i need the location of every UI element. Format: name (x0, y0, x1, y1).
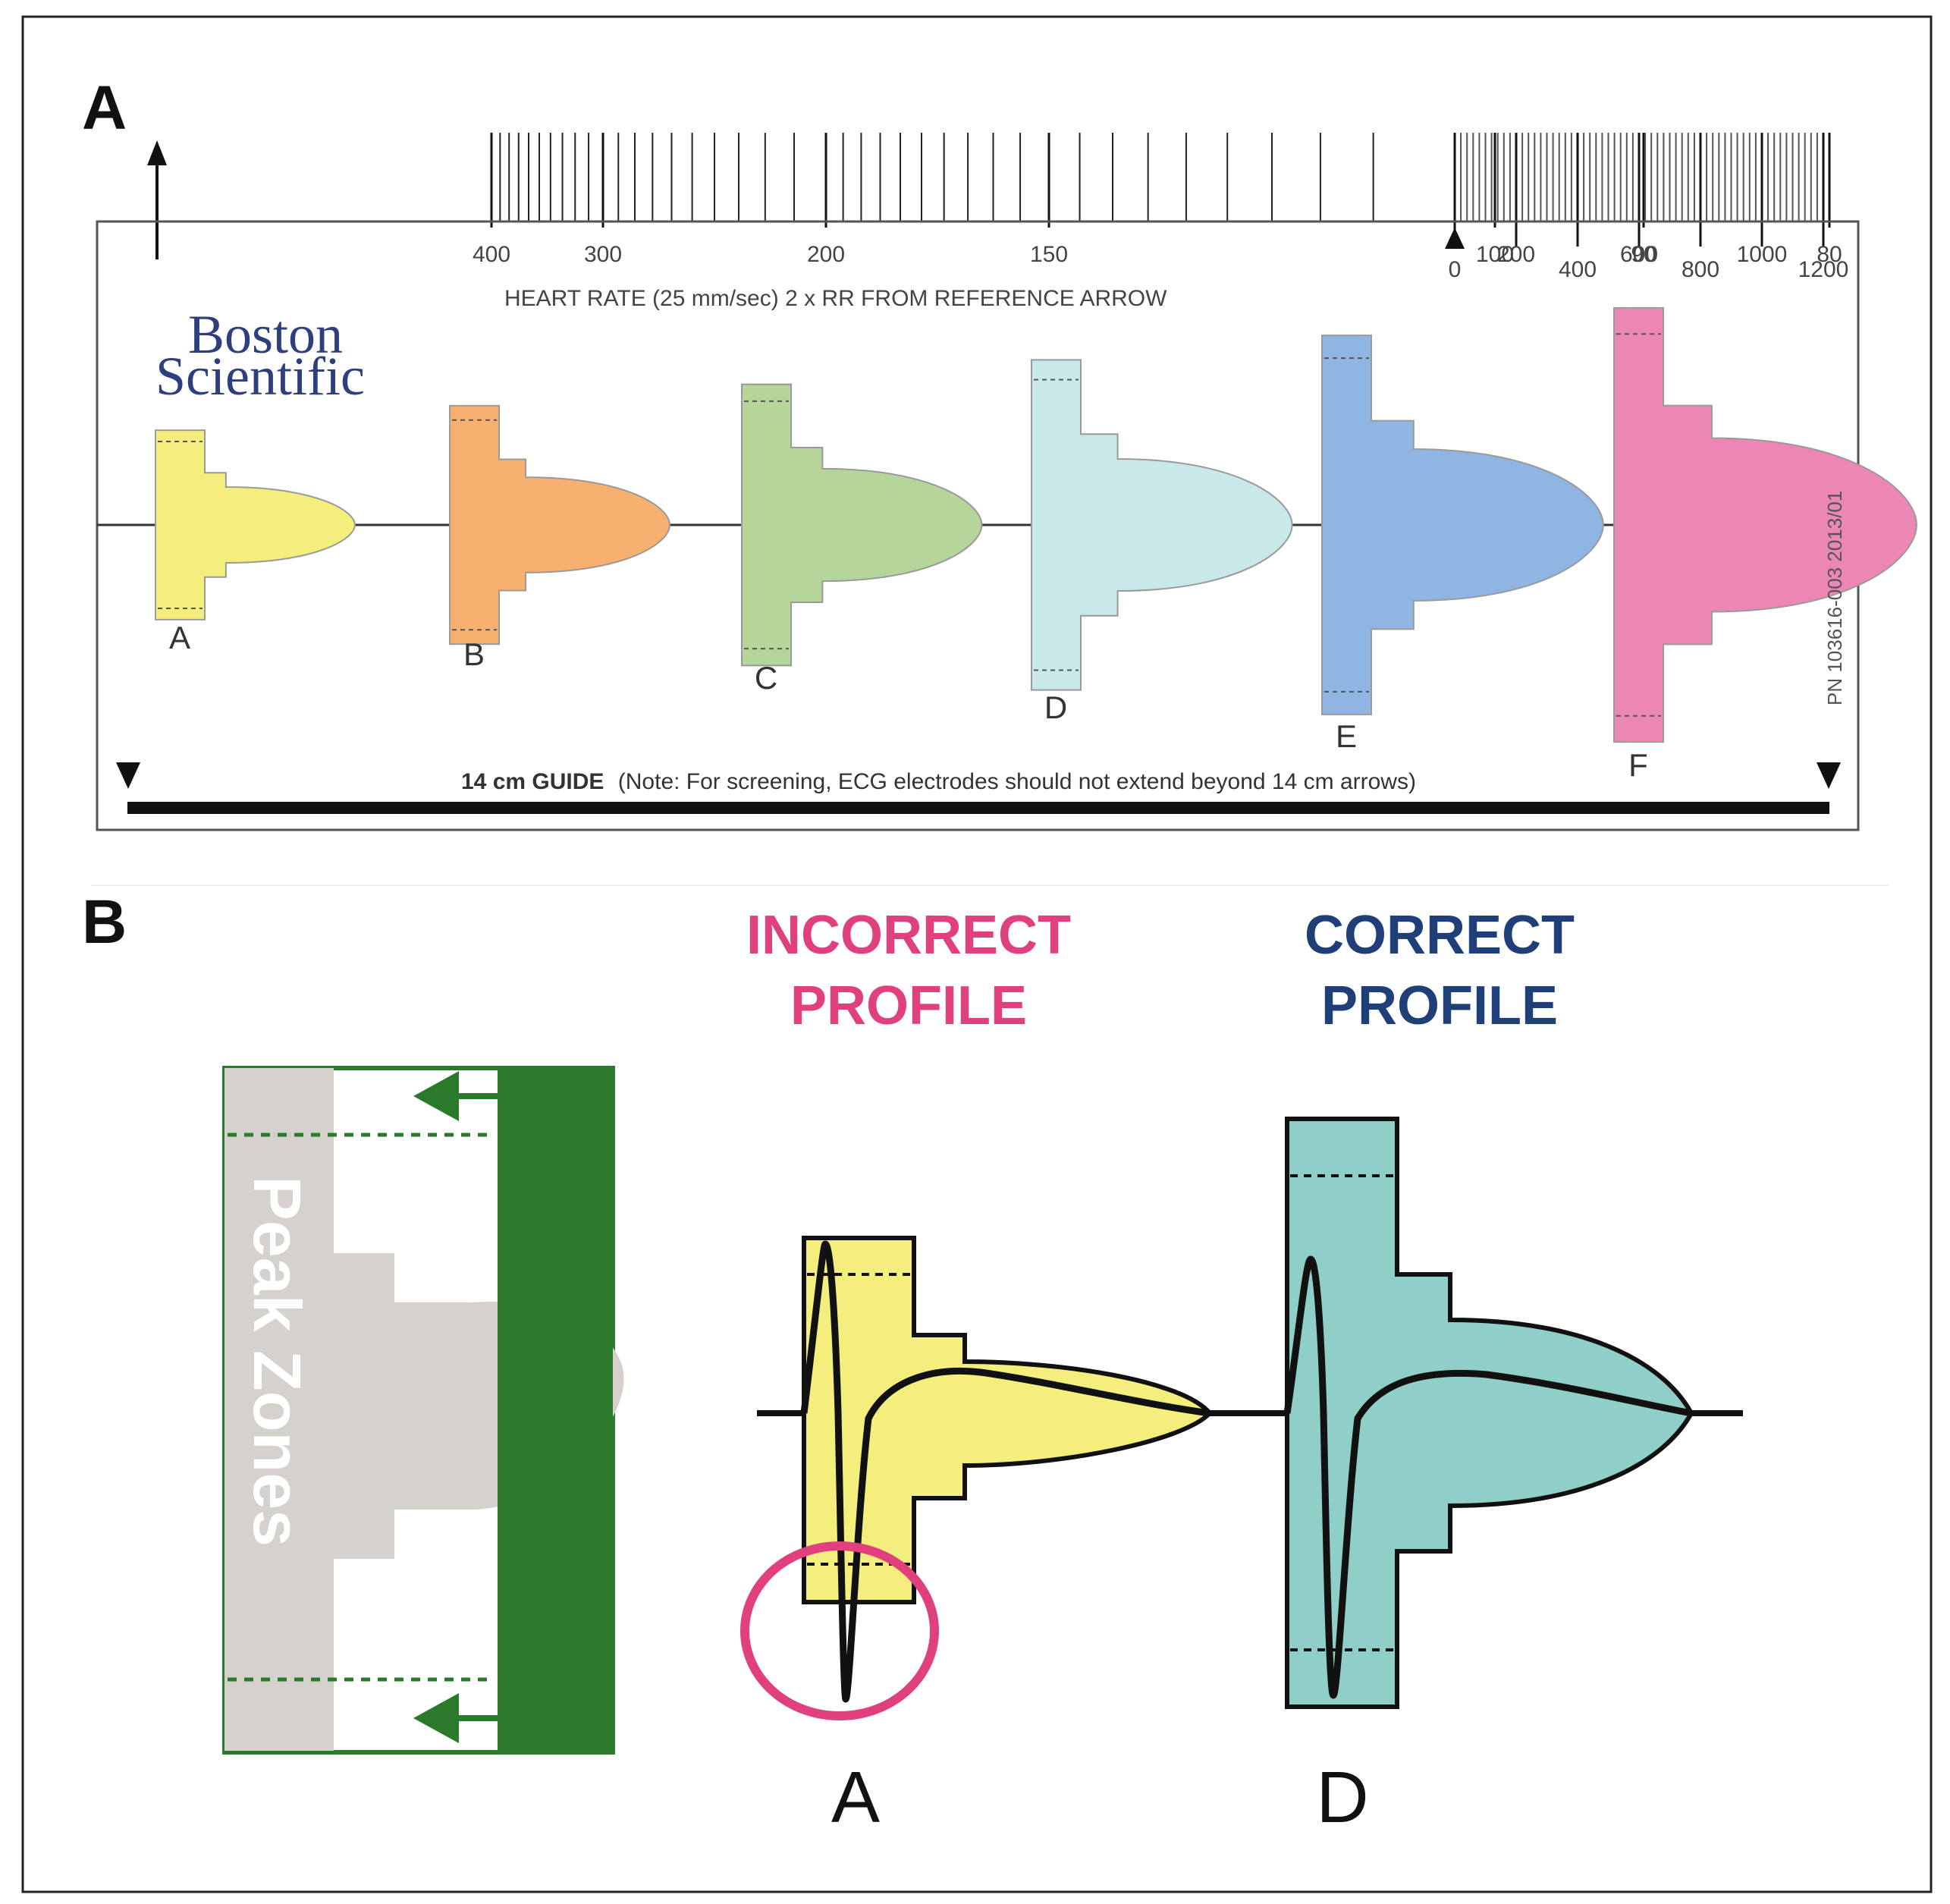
template-c: C (741, 383, 983, 696)
rate-label: 80 (1817, 242, 1842, 267)
panel-a-letter: A (82, 74, 127, 143)
ms-label: 200 (1497, 242, 1535, 267)
right-limit-arrow-icon (1817, 762, 1841, 789)
brand-line-2: Scientific (155, 346, 365, 407)
screening-templates: A B C D E F (155, 306, 1917, 783)
template-a: A (155, 429, 356, 655)
guide-note: (Note: For screening, ECG electrodes sho… (618, 769, 1416, 794)
rate-label: 150 (1030, 242, 1068, 267)
reference-arrow (147, 140, 167, 259)
template-label: F (1628, 747, 1648, 783)
ecg-trace-correct (1283, 1255, 1692, 1699)
ms-label: 1000 (1737, 242, 1788, 267)
ms-label: 800 (1682, 257, 1719, 282)
ms-label: 400 (1559, 257, 1597, 282)
highlight-circle (740, 1541, 939, 1720)
left-limit-arrow-icon (116, 762, 140, 789)
incorrect-template-label: A (831, 1757, 880, 1838)
millisecond-ticks (1453, 133, 1825, 247)
guide-bold-label: 14 cm GUIDE (461, 769, 604, 794)
heart-rate-caption: HEART RATE (25 mm/sec) 2 x RR FROM REFER… (504, 286, 1167, 311)
ms-label: 1200 (1798, 257, 1849, 282)
guide-bar (116, 762, 1841, 814)
peak-zones-label: Peak Zones (240, 1176, 315, 1547)
incorrect-heading-line-2: PROFILE (790, 976, 1027, 1036)
correct-heading-line-2: PROFILE (1321, 976, 1558, 1036)
panel-b-letter: B (82, 888, 127, 957)
heart-rate-ticks (490, 133, 1831, 228)
millisecond-labels: 0 200 400 600 800 1000 1200 (1449, 242, 1849, 282)
ecg-trace-incorrect (800, 1240, 1211, 1703)
template-label: A (169, 620, 190, 655)
template-label: C (755, 660, 777, 696)
rate-label: 200 (807, 242, 845, 267)
template-d: D (1031, 359, 1293, 725)
upper-arrow-icon (413, 1071, 498, 1121)
guide-text: 14 cm GUIDE (Note: For screening, ECG el… (461, 769, 1416, 794)
template-b: B (449, 404, 671, 672)
zero-marker-icon (1445, 228, 1465, 249)
template-e: E (1321, 335, 1604, 754)
rate-label: 90 (1631, 242, 1656, 267)
rate-label: 300 (584, 242, 622, 267)
template-label: B (463, 636, 485, 672)
peak-zones-illustration: Peak Zones (222, 1066, 624, 1755)
template-f: F (1613, 306, 1917, 783)
rate-label: 400 (473, 242, 510, 267)
brand-line-1: Boston (188, 304, 343, 365)
template-label: D (1044, 690, 1067, 725)
correct-heading-line-1: CORRECT (1305, 905, 1575, 966)
template-label: E (1336, 718, 1357, 754)
heart-rate-labels: 40030020015010090807060504030 (473, 242, 1842, 267)
rate-label: 100 (1476, 242, 1514, 267)
side-code: PN 103616-003 2013/01 (1823, 491, 1846, 705)
ms-label: 0 (1449, 257, 1462, 282)
correct-template-label: D (1316, 1757, 1368, 1838)
ms-label: 600 (1620, 242, 1658, 267)
lower-arrow-icon (413, 1693, 498, 1743)
incorrect-heading-line-1: INCORRECT (746, 905, 1071, 966)
